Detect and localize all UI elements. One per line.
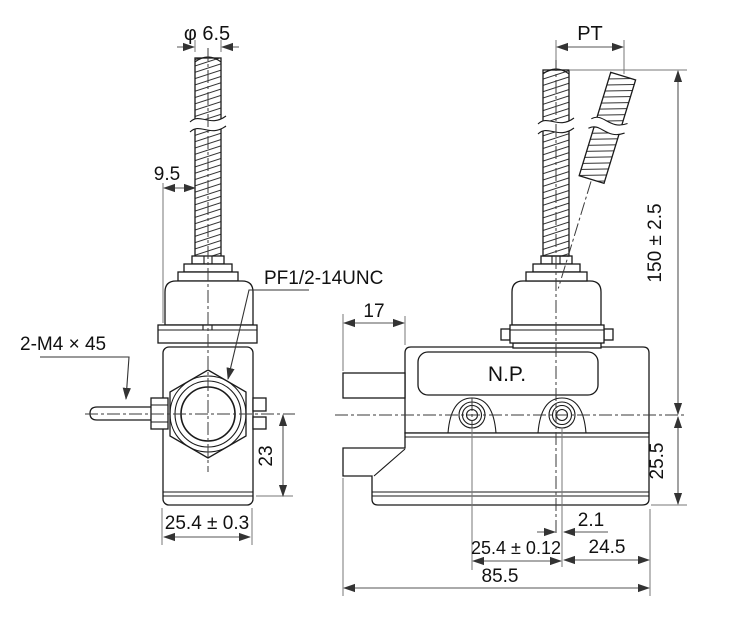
dim-rod-length: 150 ± 2.5 [645,203,666,282]
dim-rod-thread: PT [577,23,603,45]
label-conduit-thread: PF1/2-14UNC [264,268,383,289]
dim-body-length: 85.5 [482,566,519,587]
switch-body-side-lower [342,432,650,506]
front-view [89,56,267,506]
tilted-rod [557,71,637,289]
dimensions-side: PT 17 150 ± 2.5 25.5 2.1 25.4 ± 0.12 24.… [342,23,687,596]
nameplate: N.P. [417,351,599,396]
dim-shaft-offset: 9.5 [154,164,180,185]
dim-conduit-projection: 17 [363,301,384,322]
dim-hole-spacing: 25.4 ± 0.12 [471,538,561,558]
plunger-housing-front [164,280,254,326]
dim-center-to-bottom: 25.5 [647,443,668,480]
label-mounting-screws: 2-M4 × 45 [20,334,106,355]
centerlines [85,48,687,536]
terminal-tab-front [252,397,267,430]
dim-plunger-offset: 2.1 [578,510,604,531]
plunger-housing-side [500,280,614,349]
tilted-rod-axis [557,181,592,289]
dim-shaft-diameter: φ 6.5 [184,23,230,45]
nameplate-text: N.P. [488,363,526,386]
dimensions-front: φ 6.5 9.5 23 25.4 ± 0.3 2-M4 × 45 PF1/2-… [20,23,383,545]
conduit-hub-side [342,372,406,399]
dim-hole-to-end: 24.5 [589,537,626,558]
dim-center-to-mount-face: 23 [256,445,277,466]
dim-body-width: 25.4 ± 0.3 [165,513,249,534]
side-view: N.P. [342,68,650,506]
